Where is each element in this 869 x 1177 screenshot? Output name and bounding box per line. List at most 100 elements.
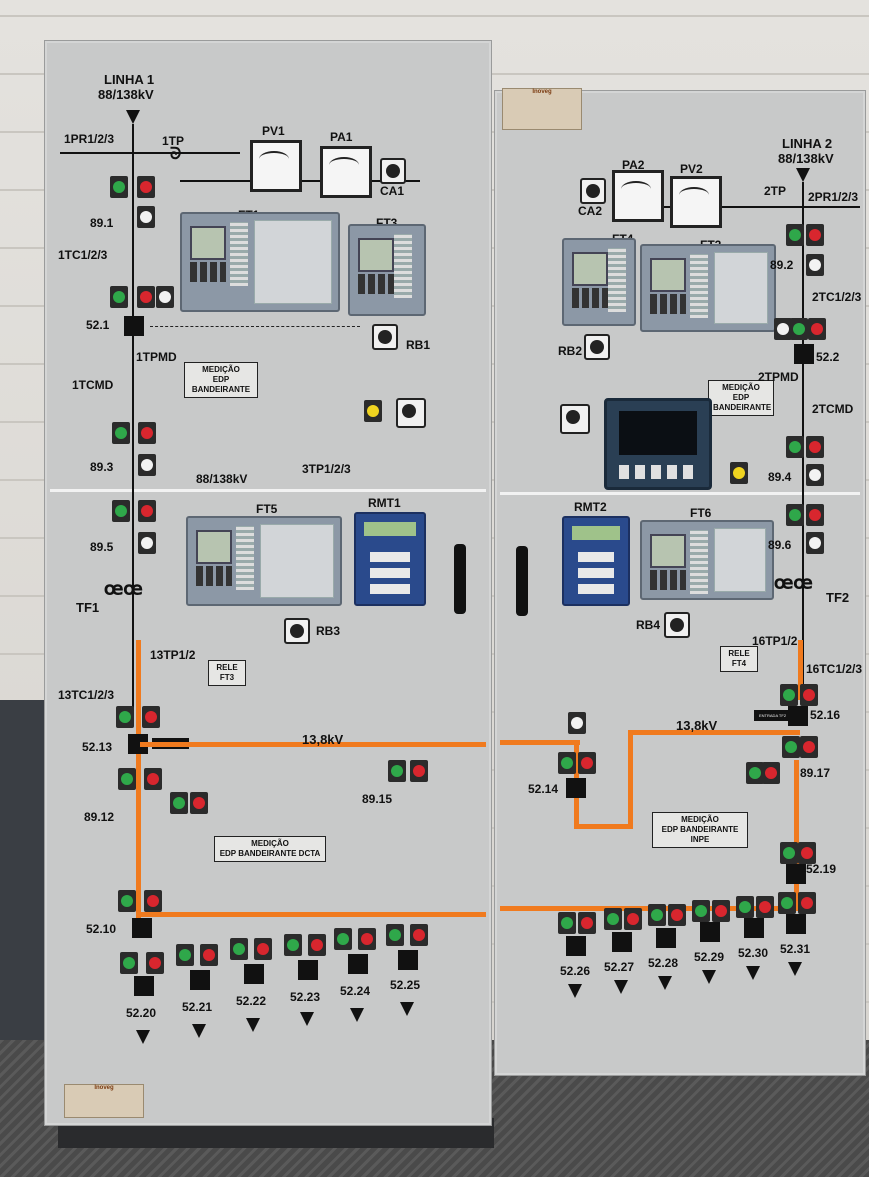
feeder-52-24-breaker: [348, 954, 368, 974]
89-12-earth-close-button[interactable]: [170, 792, 188, 814]
ca2-selector-switch[interactable]: [580, 178, 606, 204]
feeder-52-20-open-button[interactable]: [146, 952, 164, 974]
s89-1-label: 89.1: [90, 216, 114, 230]
feeder-52-22-open-button[interactable]: [254, 938, 272, 960]
89-1-close-button[interactable]: [110, 176, 128, 198]
feeder-52-23-open-button[interactable]: [308, 934, 326, 956]
52-1-open-button[interactable]: [137, 286, 155, 308]
left-control-selector[interactable]: [396, 398, 426, 428]
52-2-close-button[interactable]: [790, 318, 808, 340]
89-12-earth-open-button[interactable]: [190, 792, 208, 814]
89-6-open-button[interactable]: [806, 504, 824, 526]
52-1-indicator-lamp[interactable]: [156, 286, 174, 308]
feeder-52-25-close-button[interactable]: [386, 924, 404, 946]
feeder-52-23-close-button[interactable]: [284, 934, 302, 956]
feeder-52-27-close-button[interactable]: [604, 908, 622, 930]
feeder-52-29-close-button[interactable]: [692, 900, 710, 922]
52-1-close-button[interactable]: [110, 286, 128, 308]
rb2-lockout-switch[interactable]: [584, 334, 610, 360]
right-control-selector[interactable]: [560, 404, 590, 434]
feeder-52-25-open-button[interactable]: [410, 924, 428, 946]
89-2-indicator-lamp[interactable]: [806, 254, 824, 276]
feeder-52-24-close-button[interactable]: [334, 928, 352, 950]
89-17-open-button[interactable]: [800, 736, 818, 758]
ft3-protection-relay[interactable]: [348, 224, 426, 316]
ft6-protection-relay[interactable]: [640, 520, 774, 600]
feeder-52-31-open-button[interactable]: [798, 892, 816, 914]
feeder-52-31-close-button[interactable]: [778, 892, 796, 914]
feeder-52-28-close-button[interactable]: [648, 904, 666, 926]
52-13-breaker: [128, 734, 148, 754]
hmi-control-terminal[interactable]: [604, 398, 712, 490]
right-brand-text: Inoveg: [532, 89, 552, 95]
89-6-close-button[interactable]: [786, 504, 804, 526]
89-17-earth-open-button[interactable]: [762, 762, 780, 784]
52-19-close-button[interactable]: [780, 842, 798, 864]
52-16-open-button[interactable]: [800, 684, 818, 706]
feeder-52-26-open-button[interactable]: [578, 912, 596, 934]
89-4-close-button[interactable]: [786, 436, 804, 458]
rb4-lockout-switch[interactable]: [664, 612, 690, 638]
89-6-indicator-lamp[interactable]: [806, 532, 824, 554]
rmt1-relay[interactable]: [354, 512, 426, 606]
right-yellow-lamp[interactable]: [730, 462, 748, 484]
52-14-open-button[interactable]: [578, 752, 596, 774]
ft4-protection-relay[interactable]: [562, 238, 636, 326]
89-5-open-button[interactable]: [138, 500, 156, 522]
52-2-open-button[interactable]: [808, 318, 826, 340]
89-3-indicator-lamp[interactable]: [138, 454, 156, 476]
feeder-52-26-close-button[interactable]: [558, 912, 576, 934]
89-5-indicator-lamp[interactable]: [138, 532, 156, 554]
89-1-open-button[interactable]: [137, 176, 155, 198]
89-2-close-button[interactable]: [786, 224, 804, 246]
feeder-52-24-open-button[interactable]: [358, 928, 376, 950]
89-4-indicator-lamp[interactable]: [806, 464, 824, 486]
ft5-protection-relay[interactable]: [186, 516, 342, 606]
left-door-handle[interactable]: [454, 544, 466, 614]
52-13-open-button[interactable]: [142, 706, 160, 728]
52-14-close-button[interactable]: [558, 752, 576, 774]
89-1-indicator-lamp[interactable]: [137, 206, 155, 228]
89-12-close-button[interactable]: [118, 768, 136, 790]
52-19-open-button[interactable]: [798, 842, 816, 864]
left-brand-text: Inoveg: [94, 1085, 114, 1091]
89-15-close-button[interactable]: [388, 760, 406, 782]
89-2-open-button[interactable]: [806, 224, 824, 246]
52-2-indicator-lamp[interactable]: [774, 318, 792, 340]
feeder-52-30-breaker: [744, 918, 764, 938]
89-17-close-button[interactable]: [782, 736, 800, 758]
feeder-52-31-arrow-icon: [788, 962, 802, 976]
52-10-close-button[interactable]: [118, 890, 136, 912]
89-3-open-button[interactable]: [138, 422, 156, 444]
89-4-open-button[interactable]: [806, 436, 824, 458]
ft6-label: FT6: [690, 506, 712, 520]
89-5-close-button[interactable]: [112, 500, 130, 522]
feeder-52-21-open-button[interactable]: [200, 944, 218, 966]
feeder-52-22-breaker: [244, 964, 264, 984]
feeder-52-20-close-button[interactable]: [120, 952, 138, 974]
feeder-52-22-close-button[interactable]: [230, 938, 248, 960]
feeder-52-21-close-button[interactable]: [176, 944, 194, 966]
feeder-52-30-open-button[interactable]: [756, 896, 774, 918]
right-bus-indicator-lamp[interactable]: [568, 712, 586, 734]
rb3-lockout-switch[interactable]: [284, 618, 310, 644]
89-15-open-button[interactable]: [410, 760, 428, 782]
ca1-selector-switch[interactable]: [380, 158, 406, 184]
rmt2-relay[interactable]: [562, 516, 630, 606]
feeder-52-30-close-button[interactable]: [736, 896, 754, 918]
52-16-close-button[interactable]: [780, 684, 798, 706]
89-3-close-button[interactable]: [112, 422, 130, 444]
ft2-protection-relay[interactable]: [640, 244, 776, 332]
89-17-earth-close-button[interactable]: [746, 762, 764, 784]
rb1-lockout-switch[interactable]: [372, 324, 398, 350]
feeder-52-27-open-button[interactable]: [624, 908, 642, 930]
left-tp-label: 1TP: [162, 134, 185, 148]
left-yellow-lamp[interactable]: [364, 400, 382, 422]
feeder-52-28-open-button[interactable]: [668, 904, 686, 926]
feeder-52-29-open-button[interactable]: [712, 900, 730, 922]
52-10-open-button[interactable]: [144, 890, 162, 912]
52-13-close-button[interactable]: [116, 706, 134, 728]
right-door-handle[interactable]: [516, 546, 528, 616]
ft1-protection-relay[interactable]: [180, 212, 340, 312]
89-12-open-button[interactable]: [144, 768, 162, 790]
